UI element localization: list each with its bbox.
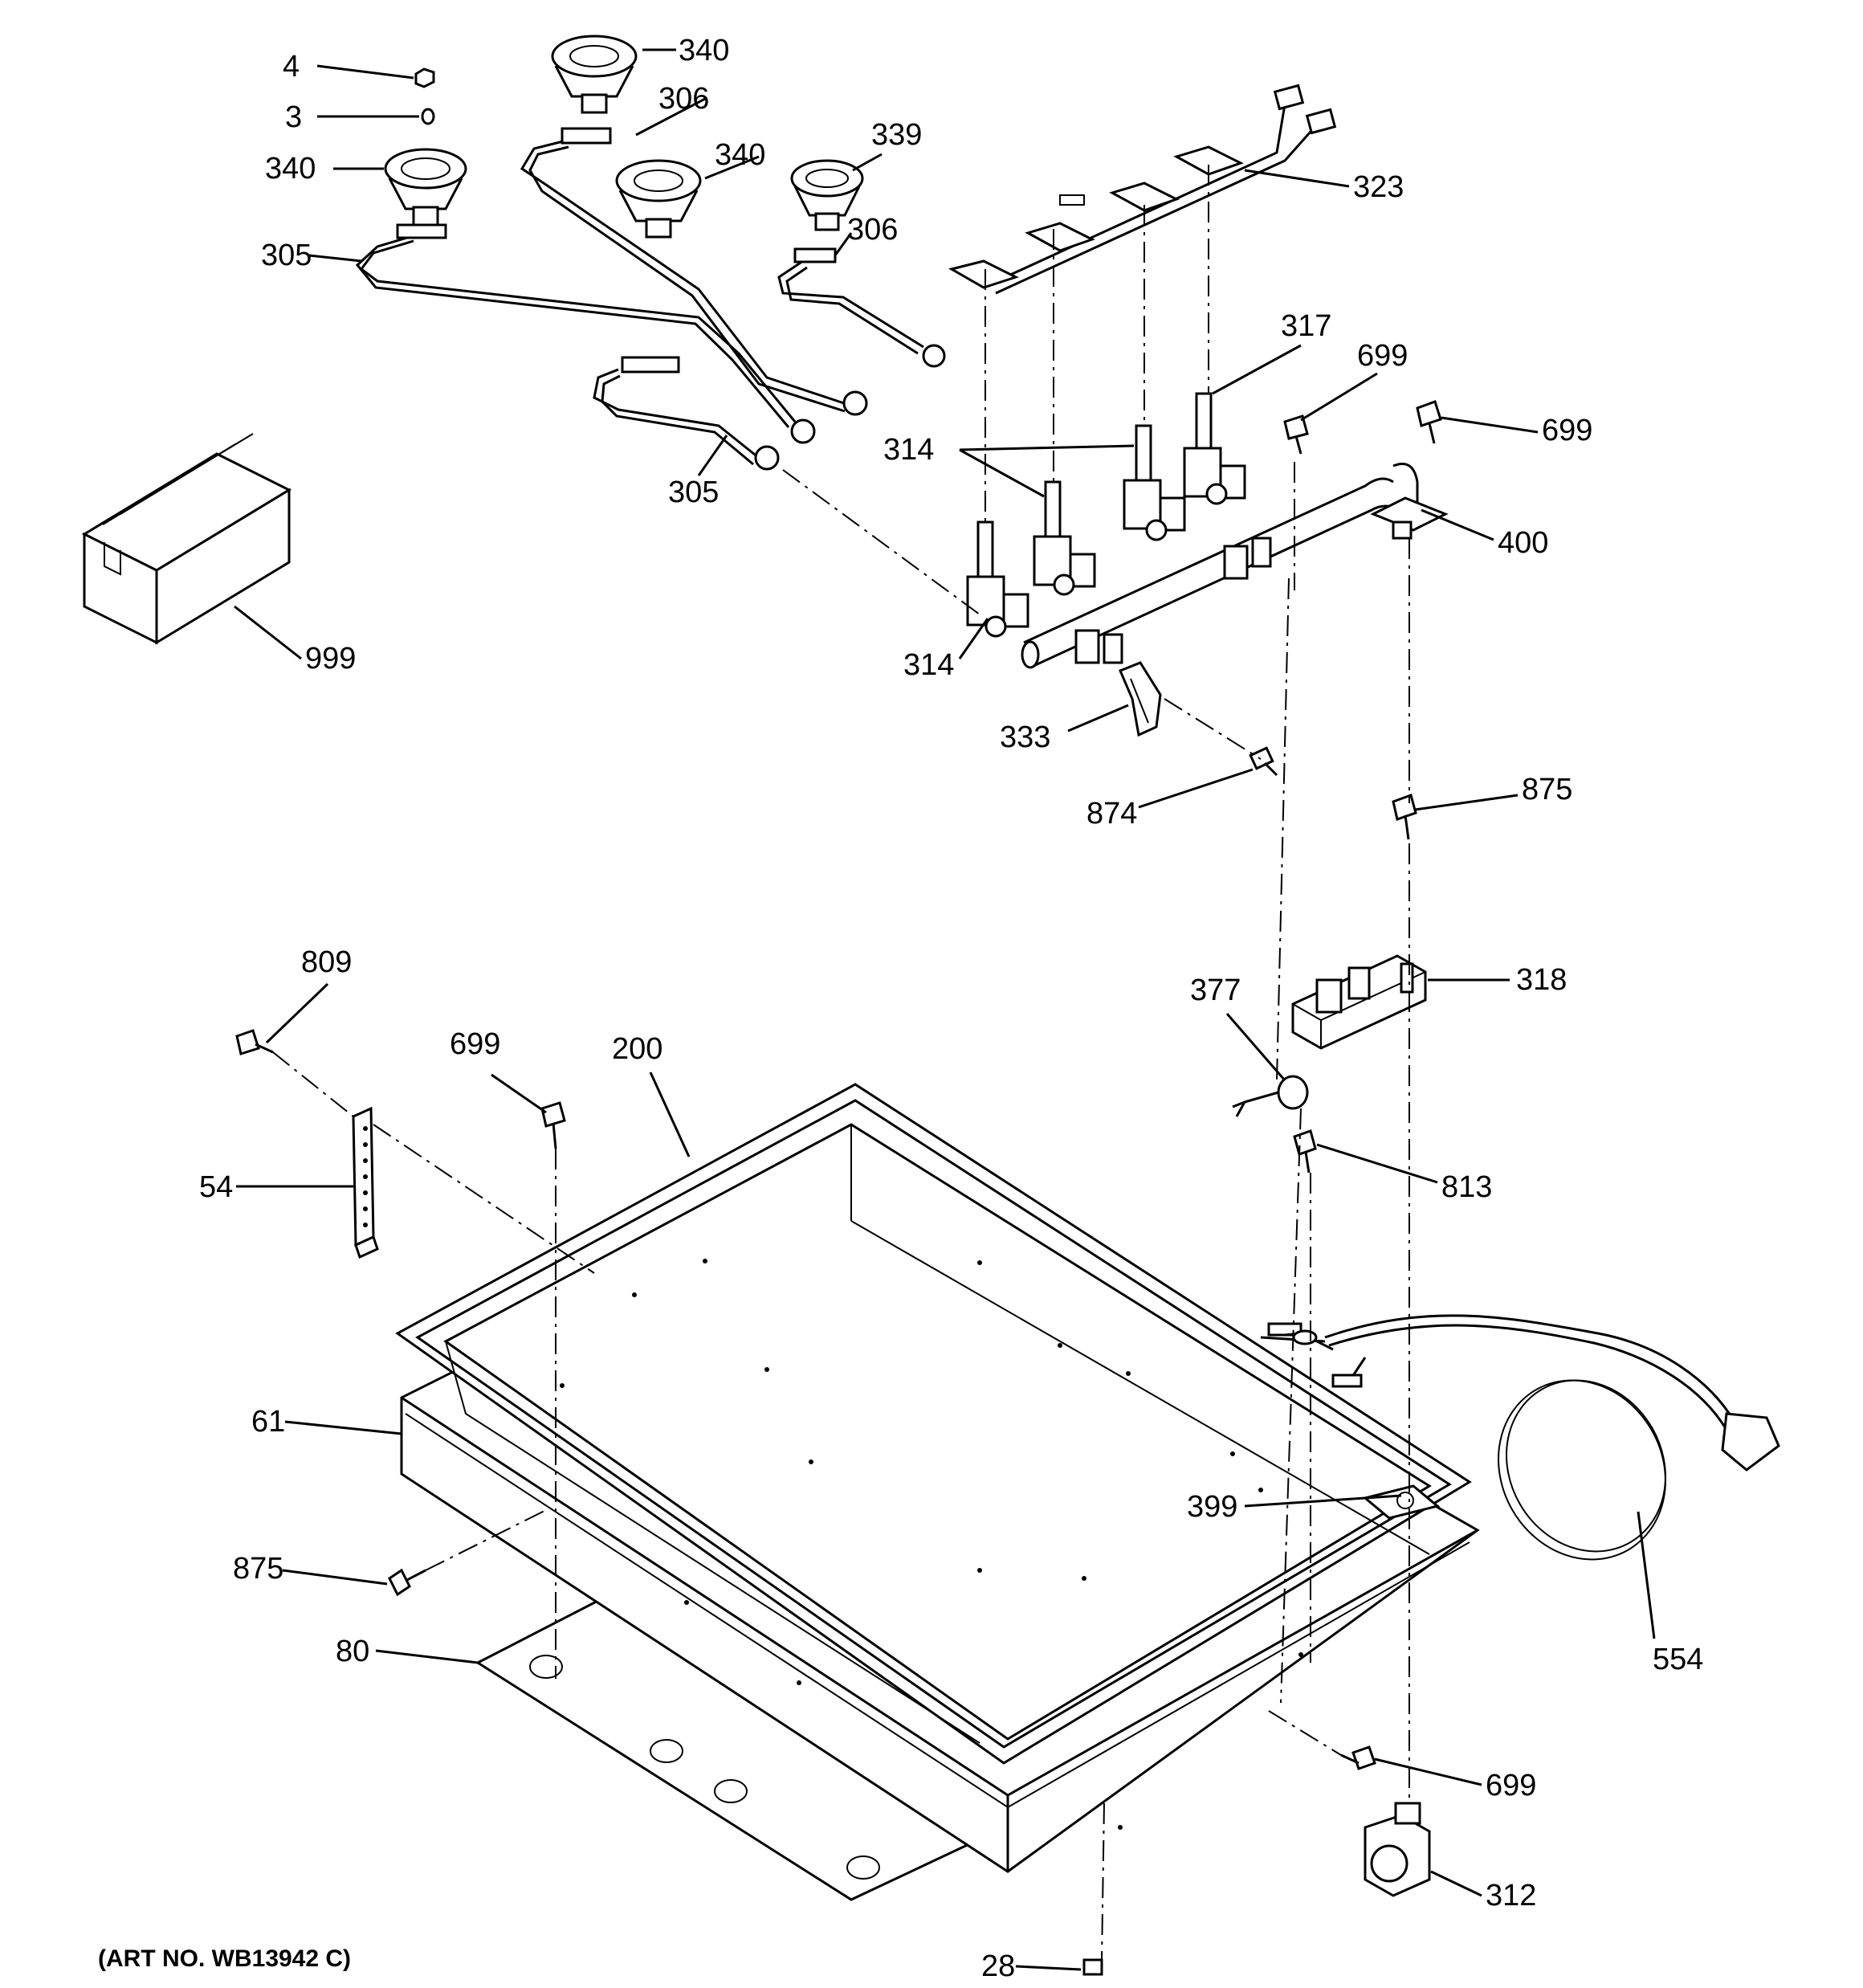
callout-80: 80	[336, 1635, 369, 1668]
part-699-screw-d	[1340, 1745, 1376, 1770]
callout-28: 28	[981, 1949, 1015, 1983]
callout-874: 874	[1086, 797, 1137, 831]
callout-314-lower: 314	[903, 648, 954, 682]
callout-399: 399	[1187, 1490, 1237, 1524]
callout-61: 61	[251, 1405, 285, 1439]
callout-200: 200	[612, 1032, 662, 1066]
part-340-burner-head-top	[551, 35, 638, 114]
part-200-cooktop-frame	[395, 1083, 1472, 1830]
callout-314-upper: 314	[883, 433, 934, 467]
part-875-screw-b	[388, 1568, 426, 1597]
callout-333: 333	[1000, 720, 1050, 754]
callout-306-right: 306	[847, 213, 898, 247]
assembly-lines	[272, 165, 1410, 1961]
part-305-burner-tube-short	[593, 356, 780, 471]
part-340-burner-head-left	[384, 148, 467, 227]
callout-312: 312	[1486, 1879, 1536, 1912]
part-306-burner-tube-top	[520, 127, 868, 416]
part-809-screw	[235, 1029, 274, 1055]
part-28-pad	[1082, 1958, 1103, 1976]
part-323-wire-harness	[948, 84, 1337, 295]
part-699-screw-a	[1283, 414, 1309, 455]
callout-323: 323	[1353, 170, 1404, 204]
callout-554: 554	[1653, 1643, 1703, 1676]
callout-339: 339	[871, 118, 922, 152]
part-306-burner-tube-right	[777, 247, 946, 368]
part-813-screw	[1293, 1129, 1317, 1174]
callout-306-top: 306	[658, 82, 709, 116]
part-4-nut	[414, 67, 435, 88]
part-3-screw	[421, 108, 435, 125]
callout-875-lower: 875	[233, 1552, 283, 1586]
callout-699-b: 699	[1542, 414, 1592, 447]
callout-305-lower: 305	[668, 476, 719, 509]
callout-813: 813	[1441, 1170, 1492, 1204]
callout-699-c: 699	[450, 1027, 500, 1061]
callout-400: 400	[1498, 526, 1548, 560]
callout-318: 318	[1516, 963, 1567, 997]
part-305-burner-tube-long	[355, 223, 816, 444]
callout-3: 3	[285, 100, 302, 134]
part-999-carton	[81, 433, 292, 645]
part-339-burner-head	[790, 159, 864, 231]
callout-labels: 4 3 340 340 306 340 339 306 323 305 305 …	[199, 34, 1703, 1983]
part-875-screw-a	[1392, 794, 1417, 840]
part-874-screw	[1249, 746, 1278, 777]
part-312-regulator	[1364, 1802, 1431, 1897]
callout-699-d: 699	[1486, 1769, 1536, 1802]
part-333-bracket	[1119, 661, 1162, 737]
part-554-power-cord	[1260, 1314, 1780, 1561]
callout-54: 54	[199, 1170, 233, 1204]
part-340-burner-head-middle	[615, 159, 702, 239]
part-318-spark-module	[1291, 954, 1427, 1050]
part-377-switch	[1232, 1075, 1309, 1117]
callout-809: 809	[301, 945, 352, 979]
part-314-valve-b	[1033, 480, 1096, 596]
callout-305-left: 305	[261, 239, 312, 272]
callout-340-top: 340	[679, 34, 729, 67]
callout-340-middle: 340	[715, 138, 765, 172]
callout-4: 4	[283, 50, 300, 84]
callout-340-left: 340	[265, 152, 316, 186]
callout-377: 377	[1190, 974, 1241, 1007]
leader-lines	[234, 48, 1656, 1971]
callout-999: 999	[305, 642, 356, 676]
callout-699-a: 699	[1357, 339, 1408, 373]
part-400-manifold	[1021, 463, 1449, 669]
art-number: (ART NO. WB13942 C)	[98, 1945, 351, 1972]
callout-317: 317	[1281, 309, 1331, 343]
part-699-screw-c	[540, 1101, 566, 1149]
part-317-valve	[1183, 392, 1246, 505]
part-54-bracket	[352, 1106, 379, 1259]
part-314-valve-a	[966, 520, 1029, 638]
part-699-screw-b	[1416, 400, 1442, 444]
part-314-valve-c	[1123, 424, 1186, 541]
callout-875-upper: 875	[1522, 773, 1572, 806]
